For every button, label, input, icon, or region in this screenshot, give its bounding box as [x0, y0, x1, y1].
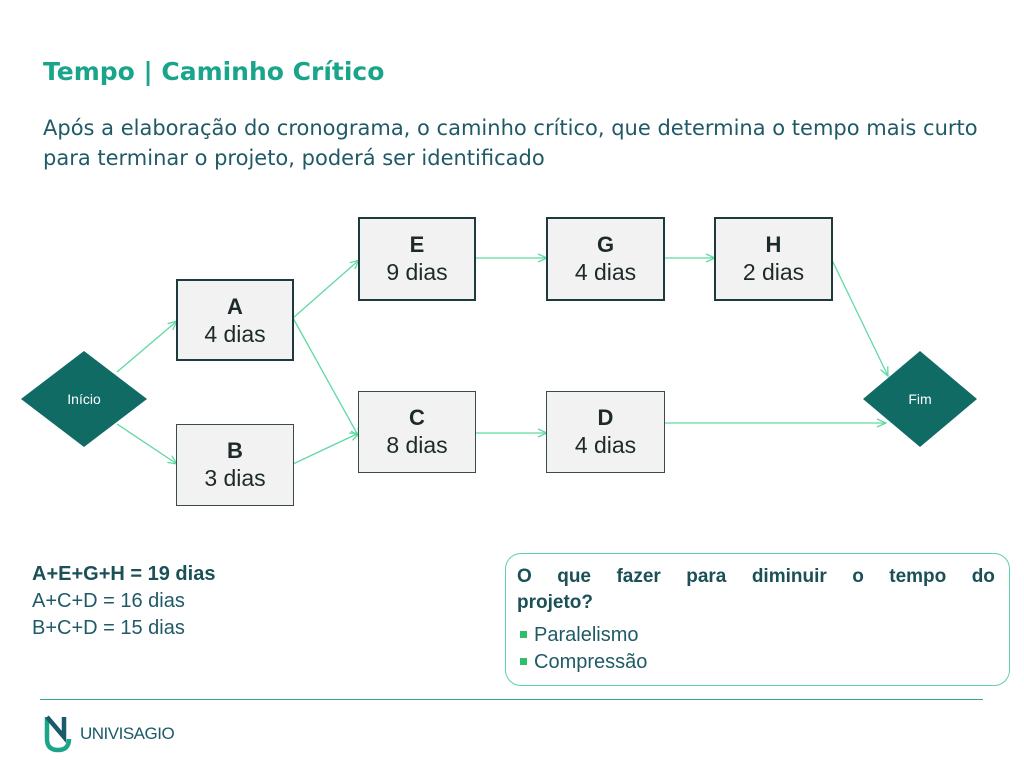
question-callout: O que fazer para diminuir o tempo do pro… [505, 553, 1010, 686]
task-c-id: C [409, 405, 425, 430]
task-d-id: D [597, 405, 614, 430]
callout-list: Paralelismo Compressão [517, 622, 995, 676]
dependency-arrows [116, 258, 888, 465]
task-a: A 4 dias [176, 279, 294, 361]
start-node [21, 351, 147, 447]
task-e-id: E [409, 232, 425, 257]
task-e-duration: 9 dias [386, 259, 448, 285]
question-word: para [686, 566, 727, 587]
arrow-a-e [292, 260, 359, 319]
task-b: B 3 dias [176, 424, 294, 506]
question-line-2: projeto? [517, 592, 593, 613]
univisagio-logo: UNIVISAGIO [44, 715, 175, 753]
task-d: D 4 dias [546, 391, 665, 473]
task-e: E 9 dias [358, 217, 476, 301]
end-label: Fim [908, 391, 932, 407]
square-bullet-icon [520, 630, 527, 638]
task-h: H 2 dias [714, 217, 833, 301]
task-c-duration: 8 dias [386, 432, 448, 458]
task-b-duration: 3 dias [204, 465, 266, 491]
critical-path-total: A+E+G+H = 19 dias [32, 563, 216, 585]
question-word: diminuir [751, 566, 827, 587]
task-a-id: A [227, 294, 243, 319]
callout-item: Paralelismo [517, 622, 995, 649]
path-totals: A+E+G+H = 19 dias A+C+D = 16 dias B+C+D … [32, 561, 215, 642]
start-label: Início [67, 391, 101, 407]
end-node [863, 351, 977, 447]
arrow-inicio-b [116, 423, 177, 464]
task-g-id: G [596, 232, 615, 257]
question-word: tempo [889, 566, 947, 587]
slide-title: Tempo | Caminho Crítico [43, 57, 385, 86]
slide-intro: Após a elaboração do cronograma, o camin… [43, 116, 978, 170]
square-bullet-icon [520, 657, 527, 665]
question-word: o [852, 566, 864, 587]
callout-item-label: Paralelismo [534, 624, 639, 646]
univisagio-logo-icon [44, 715, 72, 753]
callout-item-label: Compressão [534, 651, 648, 673]
arrow-h-fim [831, 259, 888, 376]
task-d-duration: 4 dias [574, 432, 637, 458]
arrow-b-c [292, 433, 359, 465]
callout-item: Compressão [517, 649, 995, 676]
callout-question: O que fazer para diminuir o tempo do pro… [517, 564, 995, 616]
task-a-duration: 4 dias [204, 321, 266, 347]
question-word: O [517, 566, 532, 587]
task-c: C 8 dias [358, 391, 476, 473]
question-word: fazer [616, 566, 661, 587]
task-h-duration: 2 dias [742, 259, 805, 285]
question-word: que [557, 566, 591, 587]
task-g-duration: 4 dias [574, 259, 637, 285]
question-word: do [971, 566, 995, 587]
task-b-id: B [227, 438, 243, 463]
footer-divider [40, 699, 983, 700]
path-total: A+C+D = 16 dias [32, 590, 185, 612]
arrow-a-c [292, 317, 359, 437]
task-g: G 4 dias [546, 217, 665, 301]
path-total: B+C+D = 15 dias [32, 617, 185, 639]
logo-wordmark: UNIVISAGIO [80, 724, 175, 743]
arrow-inicio-a [116, 321, 177, 373]
task-h-id: H [765, 232, 782, 257]
